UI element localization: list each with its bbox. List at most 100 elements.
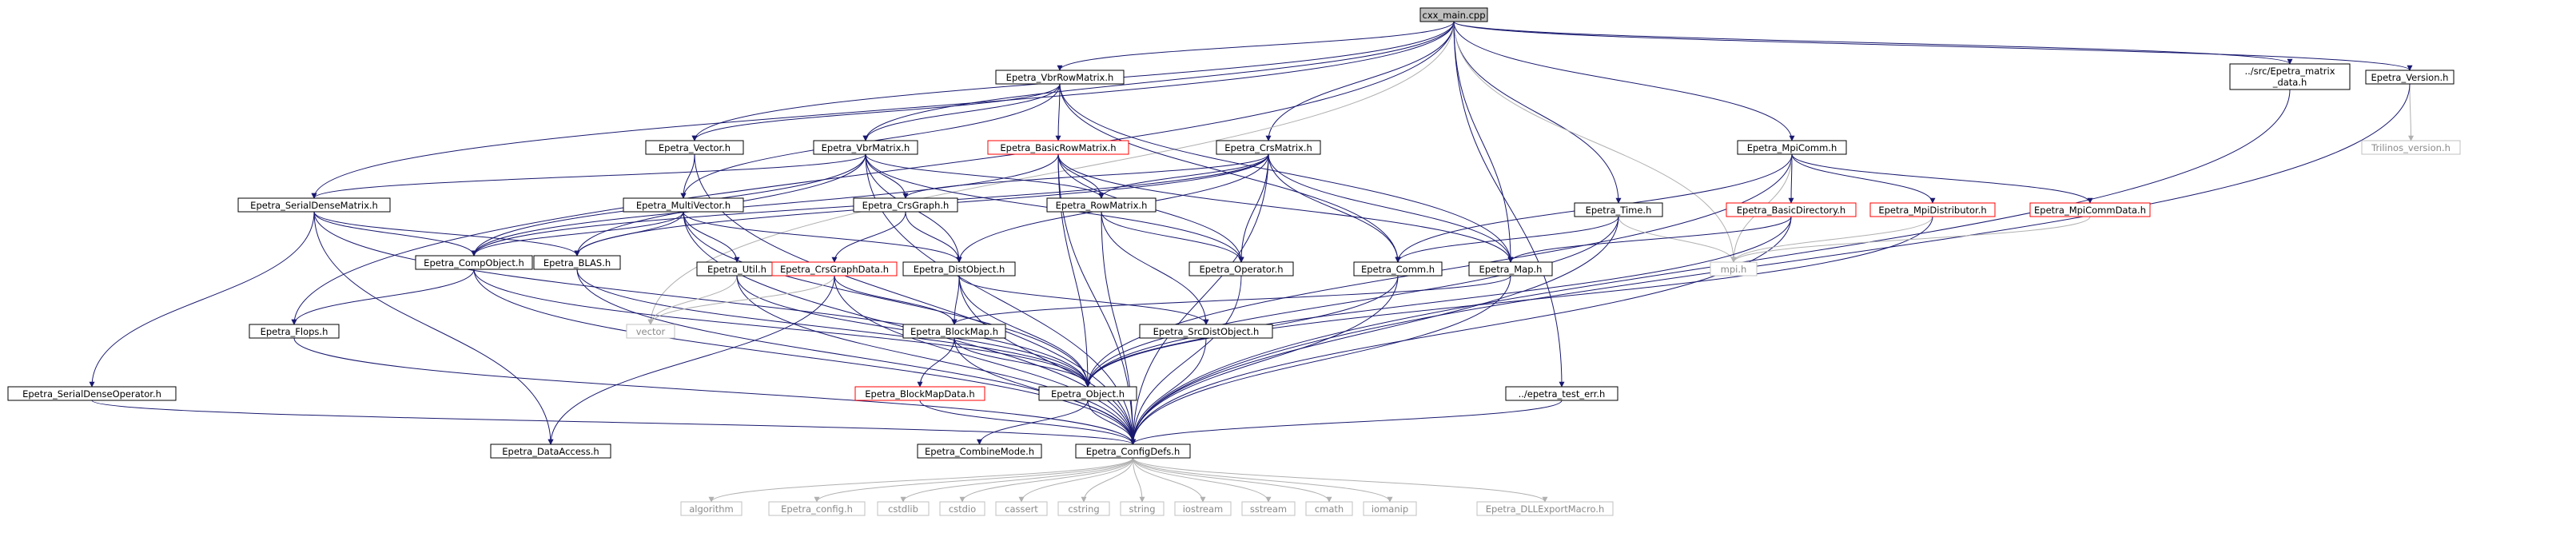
node-box xyxy=(415,255,533,270)
graph-node-vbrrowmatrix[interactable]: Epetra_VbrRowMatrix.h xyxy=(995,70,1125,85)
node-box xyxy=(768,501,866,516)
edge-util-to-configdefs xyxy=(736,275,1136,445)
edge-blockmapdata-to-configdefs xyxy=(919,400,1136,445)
edge-basicdirectory-to-map xyxy=(1507,216,1792,263)
node-label: Epetra_SerialDenseOperator.h xyxy=(22,388,161,400)
node-box xyxy=(939,501,985,516)
node-label: cmath xyxy=(1315,503,1344,515)
graph-node-time[interactable]: Epetra_Time.h xyxy=(1574,202,1663,217)
edge-crsgraphdata-to-vectorstd xyxy=(647,275,835,325)
graph-node-mpicomm[interactable]: Epetra_MpiComm.h xyxy=(1737,140,1847,155)
graph-node-operator[interactable]: Epetra_Operator.h xyxy=(1188,261,1294,276)
edge-basicrowmatrix-to-compobject xyxy=(471,153,1059,257)
edge-blockmap-to-blockmapdata xyxy=(917,337,955,388)
node-box xyxy=(1139,324,1273,339)
node-label: vector xyxy=(636,326,666,337)
edge-rowmatrix-to-operator xyxy=(1101,211,1244,263)
node-label: Epetra_Map.h xyxy=(1479,264,1543,275)
graph-node-serialdensematrix[interactable]: Epetra_SerialDenseMatrix.h xyxy=(237,197,391,213)
graph-node-rowmatrix[interactable]: Epetra_RowMatrix.h xyxy=(1046,197,1157,213)
graph-node-util[interactable]: Epetra_Util.h xyxy=(696,261,778,276)
node-box xyxy=(995,501,1048,516)
graph-node-comm[interactable]: Epetra_Comm.h xyxy=(1353,261,1443,276)
node-box xyxy=(645,140,744,155)
graph-node-mpidistributor[interactable]: Epetra_MpiDistributor.h xyxy=(1869,202,1996,217)
graph-node-vector[interactable]: Epetra_Vector.h xyxy=(645,140,744,155)
node-box xyxy=(1737,140,1847,155)
graph-node-combinemode[interactable]: Epetra_CombineMode.h xyxy=(917,444,1042,459)
graph-node-serialdenseoperator[interactable]: Epetra_SerialDenseOperator.h xyxy=(7,386,177,401)
graph-node-multivector[interactable]: Epetra_MultiVector.h xyxy=(623,197,744,213)
node-box xyxy=(2361,140,2461,155)
edge-vbrmatrix-to-serialdensematrix xyxy=(311,153,866,199)
node-box xyxy=(1174,501,1232,516)
graph-node-blas[interactable]: Epetra_BLAS.h xyxy=(533,255,621,270)
graph-node-distobject[interactable]: Epetra_DistObject.h xyxy=(902,261,1016,276)
edge-cxx-main-to-version xyxy=(1453,21,2413,71)
edge-cxx-main-to-test-err xyxy=(1453,21,1565,388)
edge-multivector-to-blas xyxy=(574,211,684,257)
node-box xyxy=(533,255,621,270)
edge-crsgraphdata-to-dataaccess xyxy=(547,275,835,445)
edge-compobject-to-object xyxy=(473,269,1091,388)
edge-cxx-main-to-flops xyxy=(291,21,1455,325)
edge-multivector-to-object xyxy=(683,211,1091,388)
edge-serialdenseoperator-to-configdefs xyxy=(91,400,1136,445)
node-label: Epetra_Time.h xyxy=(1586,205,1652,216)
node-box xyxy=(2229,63,2351,90)
graph-node-basicdirectory[interactable]: Epetra_BasicDirectory.h xyxy=(1726,202,1857,217)
node-label: Epetra_Flops.h xyxy=(261,326,328,337)
edge-multivector-to-distobject xyxy=(683,211,962,263)
graph-node-crsmatrix[interactable]: Epetra_CrsMatrix.h xyxy=(1216,140,1321,155)
edge-cxx-main-to-matrix-data xyxy=(1453,21,2293,65)
node-box xyxy=(1120,501,1165,516)
edge-serialdensematrix-to-dataaccess xyxy=(313,211,554,445)
node-label: ../src/Epetra_matrix_data.h xyxy=(2244,66,2335,88)
graph-node-blockmap[interactable]: Epetra_BlockMap.h xyxy=(902,324,1006,339)
graph-node-srcdistobject[interactable]: Epetra_SrcDistObject.h xyxy=(1139,324,1273,339)
node-label: Epetra_Util.h xyxy=(707,264,766,275)
graph-node-crsgraph[interactable]: Epetra_CrsGraph.h xyxy=(853,197,958,213)
edge-configdefs-to-cassert xyxy=(1018,457,1133,503)
edge-distobject-to-srcdistobject xyxy=(958,275,1209,325)
node-box xyxy=(1075,444,1191,459)
graph-node-object[interactable]: Epetra_Object.h xyxy=(1038,386,1137,401)
edge-multivector-to-compobject xyxy=(471,211,684,257)
node-label: Epetra_MultiVector.h xyxy=(636,200,731,211)
edge-vector-to-multivector xyxy=(680,153,695,199)
node-label: Epetra_MpiComm.h xyxy=(1747,142,1837,153)
node-label: Trilinos_version.h xyxy=(2371,142,2451,153)
graph-node-dataaccess[interactable]: Epetra_DataAccess.h xyxy=(490,444,611,459)
graph-node-compobject[interactable]: Epetra_CompObject.h xyxy=(415,255,533,270)
node-box xyxy=(902,261,1016,276)
graph-node-trilinos-version: Trilinos_version.h xyxy=(2361,140,2461,155)
node-box xyxy=(1505,386,1618,401)
graph-node-vbrmatrix[interactable]: Epetra_VbrMatrix.h xyxy=(813,140,918,155)
graph-node-version[interactable]: Epetra_Version.h xyxy=(2365,70,2455,85)
graph-node-map[interactable]: Epetra_Map.h xyxy=(1468,261,1553,276)
graph-node-flops[interactable]: Epetra_Flops.h xyxy=(249,324,340,339)
graph-node-mpicommdata[interactable]: Epetra_MpiCommData.h xyxy=(2029,202,2151,217)
node-label: Epetra_Version.h xyxy=(2371,72,2449,83)
edge-configdefs-to-cstdlib xyxy=(900,457,1133,503)
graph-node-cxx-main[interactable]: cxx_main.cpp xyxy=(1419,7,1488,22)
graph-node-crsgraphdata[interactable]: Epetra_CrsGraphData.h xyxy=(771,261,898,276)
graph-node-basicrowmatrix[interactable]: Epetra_BasicRowMatrix.h xyxy=(987,140,1129,155)
node-label: Epetra_Vector.h xyxy=(659,142,731,153)
node-label: Epetra_SerialDenseMatrix.h xyxy=(250,200,378,211)
graph-node-test-err[interactable]: ../epetra_test_err.h xyxy=(1505,386,1618,401)
edge-basicdirectory-to-object xyxy=(1085,216,1792,388)
graph-node-blockmapdata[interactable]: Epetra_BlockMapData.h xyxy=(854,386,985,401)
edge-configdefs-to-sstream xyxy=(1133,457,1272,503)
graph-node-configdefs[interactable]: Epetra_ConfigDefs.h xyxy=(1075,444,1191,459)
node-label: Epetra_MpiDistributor.h xyxy=(1878,205,1986,216)
edge-mpicomm-to-mpidistributor xyxy=(1791,153,1936,204)
node-box xyxy=(1216,140,1321,155)
edge-srcdistobject-to-configdefs xyxy=(1130,337,1207,445)
edge-vbrrowmatrix-to-basicrowmatrix xyxy=(1055,83,1061,141)
graph-node-matrix-data[interactable]: ../src/Epetra_matrix_data.h xyxy=(2229,63,2351,90)
edge-crsgraphdata-to-configdefs xyxy=(834,275,1136,445)
edge-basicdirectory-to-configdefs xyxy=(1130,216,1792,445)
node-box xyxy=(1710,261,1758,276)
